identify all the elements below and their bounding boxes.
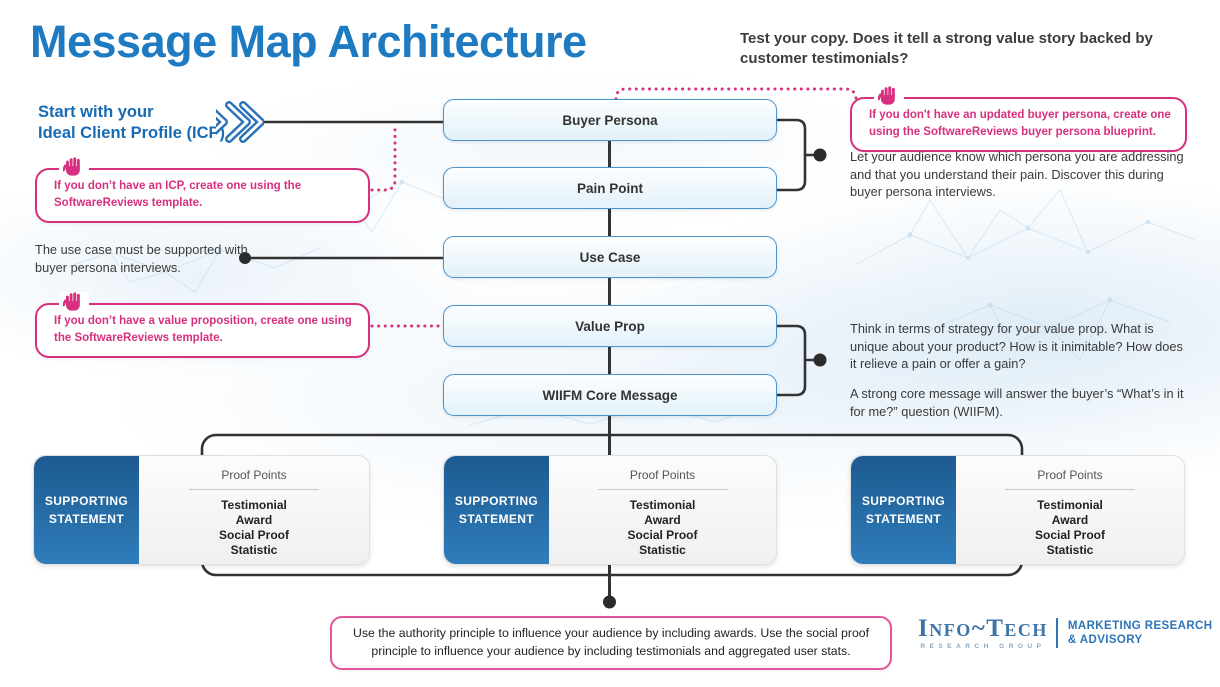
start-label-line2: Ideal Client Profile (ICP) — [38, 124, 226, 143]
proof-item: Testimonial — [221, 498, 287, 512]
page-title: Message Map Architecture — [30, 16, 587, 67]
supporting-statement-label: SUPPORTING STATEMENT — [34, 456, 139, 564]
stop-hand-icon — [874, 86, 904, 106]
proof-divider — [1005, 489, 1135, 490]
proof-item: Award — [1051, 513, 1089, 527]
logo-brand-name: Info~Tech — [918, 615, 1048, 642]
callout-authority: Use the authority principle to influence… — [330, 616, 892, 670]
info-tech-logo: Info~Tech RESEARCH GROUP MARKETING RESEA… — [918, 616, 1212, 650]
flow-box-use-case: Use Case — [443, 236, 777, 278]
logo-division: MARKETING RESEARCH & ADVISORY — [1068, 619, 1213, 648]
proof-points-panel: Proof Points Testimonial Award Social Pr… — [956, 456, 1184, 564]
proof-item: Award — [235, 513, 273, 527]
proof-items: Testimonial Award Social Proof Statistic — [549, 498, 776, 558]
proof-item: Award — [644, 513, 681, 527]
proof-item: Statistic — [230, 543, 278, 557]
proof-item: Testimonial — [1037, 498, 1103, 512]
note-use-case-text: The use case must be supported with buye… — [35, 242, 248, 275]
start-label-line1: Start with your — [38, 103, 154, 121]
callout-authority-text: Use the authority principle to influence… — [352, 626, 870, 658]
stop-hand-icon — [59, 292, 89, 312]
supporting-statement-label: SUPPORTING STATEMENT — [851, 456, 956, 564]
buyer-persona-dotted-guide — [614, 87, 858, 101]
note-wiifm-text: A strong core message will answer the bu… — [850, 385, 1184, 419]
callout-value-prop: If you don’t have a value proposition, c… — [35, 292, 370, 358]
start-label: Start with your Ideal Client Profile (IC… — [38, 102, 225, 145]
flow-box-buyer-persona: Buyer Persona — [443, 99, 777, 141]
proof-points-panel: Proof Points Testimonial Award Social Pr… — [139, 456, 369, 564]
callout-value-prop-text: If you don’t have a value proposition, c… — [54, 315, 352, 345]
flow-box-value-prop: Value Prop — [443, 305, 777, 347]
proof-item: Statistic — [1046, 543, 1094, 557]
connector-dots — [239, 148, 827, 609]
proof-points-panel: Proof Points Testimonial Award Social Pr… — [549, 456, 776, 564]
proof-points-title: Proof Points — [629, 468, 696, 482]
callout-buyer-persona: If you don't have an updated buyer perso… — [850, 86, 1187, 152]
note-persona-text: Let your audience know which persona you… — [850, 149, 1184, 200]
supporting-card-2: SUPPORTING STATEMENT Proof Points Testim… — [443, 455, 777, 565]
double-chevron-right-icon — [216, 101, 264, 143]
proof-points-title: Proof Points — [1037, 468, 1103, 482]
proof-points-title: Proof Points — [221, 468, 287, 482]
persona-pain-bracket — [775, 118, 807, 192]
logo-division-line1: MARKETING RESEARCH — [1067, 619, 1213, 632]
supporting-statement-label: SUPPORTING STATEMENT — [444, 456, 549, 564]
proof-divider — [597, 489, 728, 490]
flow-box-wiifm: WIIFM Core Message — [443, 374, 777, 416]
supporting-card-3: SUPPORTING STATEMENT Proof Points Testim… — [850, 455, 1185, 565]
proof-items: Testimonial Award Social Proof Statistic — [956, 498, 1184, 558]
proof-divider — [189, 489, 319, 490]
logo-divider — [1055, 618, 1058, 648]
dotted-guides — [370, 87, 858, 328]
logo-division-line2: & ADVISORY — [1067, 634, 1143, 646]
proof-item: Statistic — [639, 543, 686, 557]
proof-items: Testimonial Award Social Proof Statistic — [139, 498, 369, 558]
proof-item: Social Proof — [1034, 528, 1105, 542]
proof-item: Social Proof — [627, 528, 698, 542]
proof-item: Social Proof — [218, 528, 289, 542]
note-persona: Let your audience know which persona you… — [850, 148, 1185, 201]
supporting-card-1: SUPPORTING STATEMENT Proof Points Testim… — [33, 455, 370, 565]
value-wiifm-bracket — [775, 324, 807, 397]
note-value-prop-text: Think in terms of strategy for your valu… — [850, 321, 1183, 372]
callout-icp-text: If you don’t have an ICP, create one usi… — [54, 180, 302, 210]
flow-box-pain-point: Pain Point — [443, 167, 777, 209]
logo-brand-subtitle: RESEARCH GROUP — [920, 643, 1046, 650]
callout-buyer-persona-text: If you don't have an updated buyer perso… — [869, 109, 1171, 139]
icp-dotted-guide — [370, 125, 397, 192]
stop-hand-icon — [59, 157, 89, 177]
logo-brand-block: Info~Tech RESEARCH GROUP — [918, 616, 1048, 650]
callout-icp: If you don’t have an ICP, create one usi… — [35, 157, 370, 223]
proof-item: Testimonial — [629, 498, 696, 512]
note-use-case: The use case must be supported with buye… — [35, 241, 270, 276]
note-value-prop: Think in terms of strategy for your valu… — [850, 320, 1185, 420]
tagline-text: Test your copy. Does it tell a strong va… — [740, 30, 1153, 67]
